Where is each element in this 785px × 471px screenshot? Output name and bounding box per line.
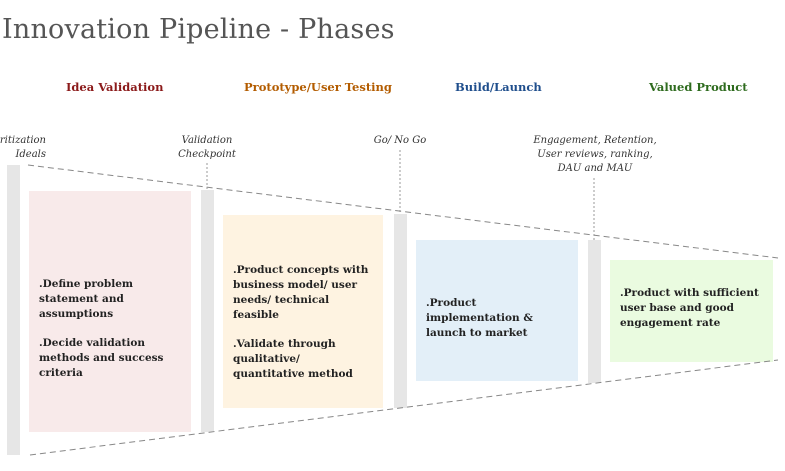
box-item: .Product concepts with business model/ u… [233,264,369,321]
box-item: .Validate through qualitative/ quantitat… [233,338,353,380]
box-item: .Product implementation & launch to mark… [426,297,533,339]
funnel-bottom-edge [29,359,779,456]
milestone-go-no-go: Go/ No Go [360,134,440,148]
box-item: .Product with sufficient user base and g… [620,287,759,329]
gate-bar [7,165,20,455]
funnel-top-edge [27,164,779,259]
gate-bar [588,240,601,383]
milestone-line: ritization [0,135,46,146]
page-title: Innovation Pipeline - Phases [2,14,395,45]
phase-box-idea-validation: .Define problem statement and assumption… [29,191,191,432]
milestone-validation-checkpoint: Validation Checkpoint [166,134,248,162]
phase-label-idea-validation: Idea Validation [66,80,164,94]
milestone-prioritization: ritization Ideals [0,134,46,162]
milestone-line: Validation [181,135,233,146]
milestone-line: Checkpoint [178,149,236,160]
milestone-line: Ideals [15,149,46,160]
milestone-line: User reviews, ranking, [537,149,653,160]
phase-label-prototype-user-testing: Prototype/User Testing [244,80,392,94]
milestone-engagement: Engagement, Retention, User reviews, ran… [530,134,660,176]
milestone-line: Go/ No Go [373,135,427,146]
phase-box-build-launch: .Product implementation & launch to mark… [416,240,578,381]
milestone-line: DAU and MAU [557,163,633,174]
phase-box-prototype-user-testing: .Product concepts with business model/ u… [223,215,383,408]
phase-label-valued-product: Valued Product [649,80,748,94]
milestone-line: Engagement, Retention, [533,135,657,146]
phase-box-valued-product: .Product with sufficient user base and g… [610,260,773,362]
box-item: .Decide validation methods and success c… [39,337,164,379]
gate-bar [394,214,407,408]
phase-label-build-launch: Build/Launch [455,80,542,94]
gate-bar [201,190,214,432]
box-item: .Define problem statement and assumption… [39,278,134,320]
